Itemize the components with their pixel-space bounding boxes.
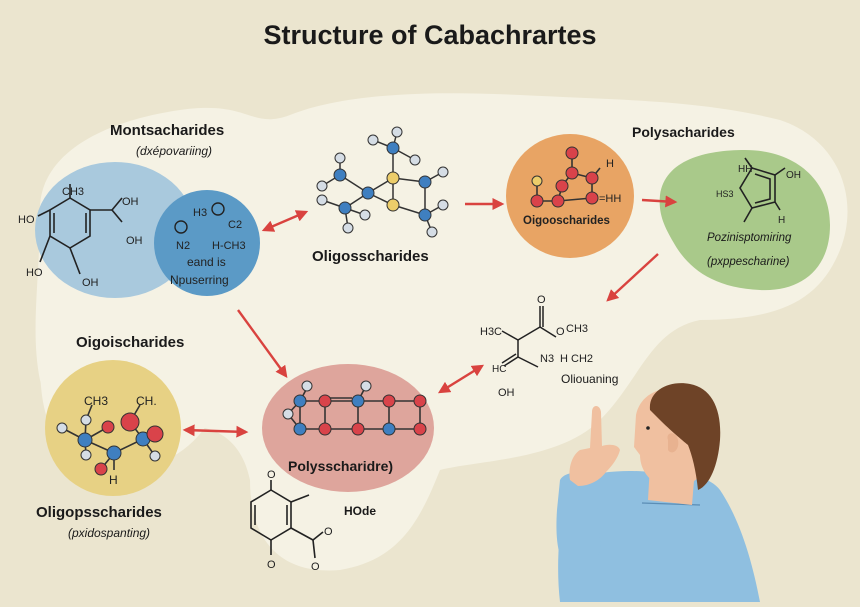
subtitle-monosaccharides: (dxépovariing)	[136, 144, 213, 158]
oligosscharide-atoms	[316, 126, 449, 238]
arrow-green-olioua	[606, 253, 659, 302]
shirt	[558, 470, 760, 602]
arrow-mono-poly	[237, 309, 288, 378]
label-o-3: O	[311, 561, 320, 573]
caption-green: Pozinisptomiring	[707, 232, 792, 244]
caption-oligosscharides: Oligosscharides	[312, 248, 429, 265]
orange-caption: Oigooscharides	[523, 215, 610, 227]
label-o-2: O	[324, 526, 333, 538]
caption-oligopsscharides: Oligopsscharides	[36, 504, 162, 521]
label-h3: H3	[193, 207, 207, 219]
monosaccharide-outer-circle	[35, 162, 195, 298]
arrow-yellow-pink	[182, 424, 249, 438]
hair	[649, 383, 721, 490]
caption-olioua: Oliouaning	[561, 372, 619, 386]
label-oh-1: OH	[122, 196, 139, 208]
orange-molecule-atoms	[530, 146, 599, 208]
label-o2-olioua: O	[556, 326, 565, 338]
label-oh-2: OH	[126, 235, 143, 247]
benzene-ring-bottom	[250, 480, 324, 559]
label-oh-olioua: OH	[498, 387, 515, 399]
arrow-orange-green	[641, 195, 678, 208]
label-hch2-olioua: H CH2	[560, 353, 593, 365]
label-c2: C2	[228, 219, 242, 231]
page-title: Structure of Cabachrartes	[263, 20, 597, 50]
arrow-mono-oligo	[261, 210, 309, 232]
oligooscharide-orange-circle	[506, 134, 634, 258]
label-ch3-olioua: CH3	[566, 323, 588, 335]
eye	[646, 426, 650, 430]
caption-polysscharidre: Polysscharidre)	[288, 458, 394, 474]
ear	[667, 433, 679, 453]
label-h-yellow: H	[109, 473, 118, 487]
heading-oligoischarides: Oigoischarides	[76, 334, 185, 351]
label-ch3: CH3	[62, 186, 84, 198]
hand	[569, 406, 620, 486]
arm	[556, 472, 601, 571]
label-n2: N2	[176, 240, 190, 252]
arrows	[182, 195, 678, 438]
label-o-olioua: O	[537, 294, 546, 306]
person-figure	[556, 383, 760, 602]
label-ch3-yellow: CH3	[84, 394, 108, 408]
label-hs-green: HS3	[716, 189, 734, 199]
subtitle-oligopsscharides: (pxidospanting)	[68, 526, 151, 540]
label-ch-yellow: CH.	[136, 394, 157, 408]
monosaccharide-inner-circle	[154, 190, 260, 296]
label-oh-green: OH	[786, 170, 801, 181]
oxygen-ring-2	[211, 202, 225, 216]
label-h-green: H	[778, 215, 785, 226]
label-o-4: O	[267, 559, 276, 571]
label-hh-green: HH	[738, 164, 752, 175]
label-ho-1: HO	[18, 214, 35, 226]
label-hode: HOde	[344, 504, 377, 518]
benzene-ring-structure	[37, 184, 123, 275]
heading-polysaccharides: Polysacharides	[632, 124, 735, 140]
pink-molecule-atoms	[282, 380, 427, 436]
olioua-structure	[501, 306, 557, 368]
oxygen-ring-1	[174, 220, 188, 234]
label-h3c-olioua: H3C	[480, 326, 502, 338]
yellow-molecule-atoms	[56, 412, 164, 476]
inner-text-2: Npuserring	[170, 273, 229, 287]
label-n3-olioua: N3	[540, 353, 554, 365]
label-hc-olioua: HC	[492, 364, 506, 375]
pentagon-ring-structure	[739, 157, 786, 223]
label-ho-2: HO	[26, 267, 43, 279]
arrow-pink-olioua	[437, 364, 485, 394]
label-h-ch3: H-CH3	[212, 240, 246, 252]
label-h: H	[606, 158, 614, 170]
label-oh-3: OH	[82, 277, 99, 289]
label-o-1: O	[267, 469, 276, 481]
subtitle-green: (pxppescharine)	[707, 256, 790, 268]
label-hh: =HH	[599, 193, 621, 205]
heading-monosaccharides: Montsacharides	[110, 122, 225, 139]
inner-text-1: eand is	[187, 255, 226, 269]
